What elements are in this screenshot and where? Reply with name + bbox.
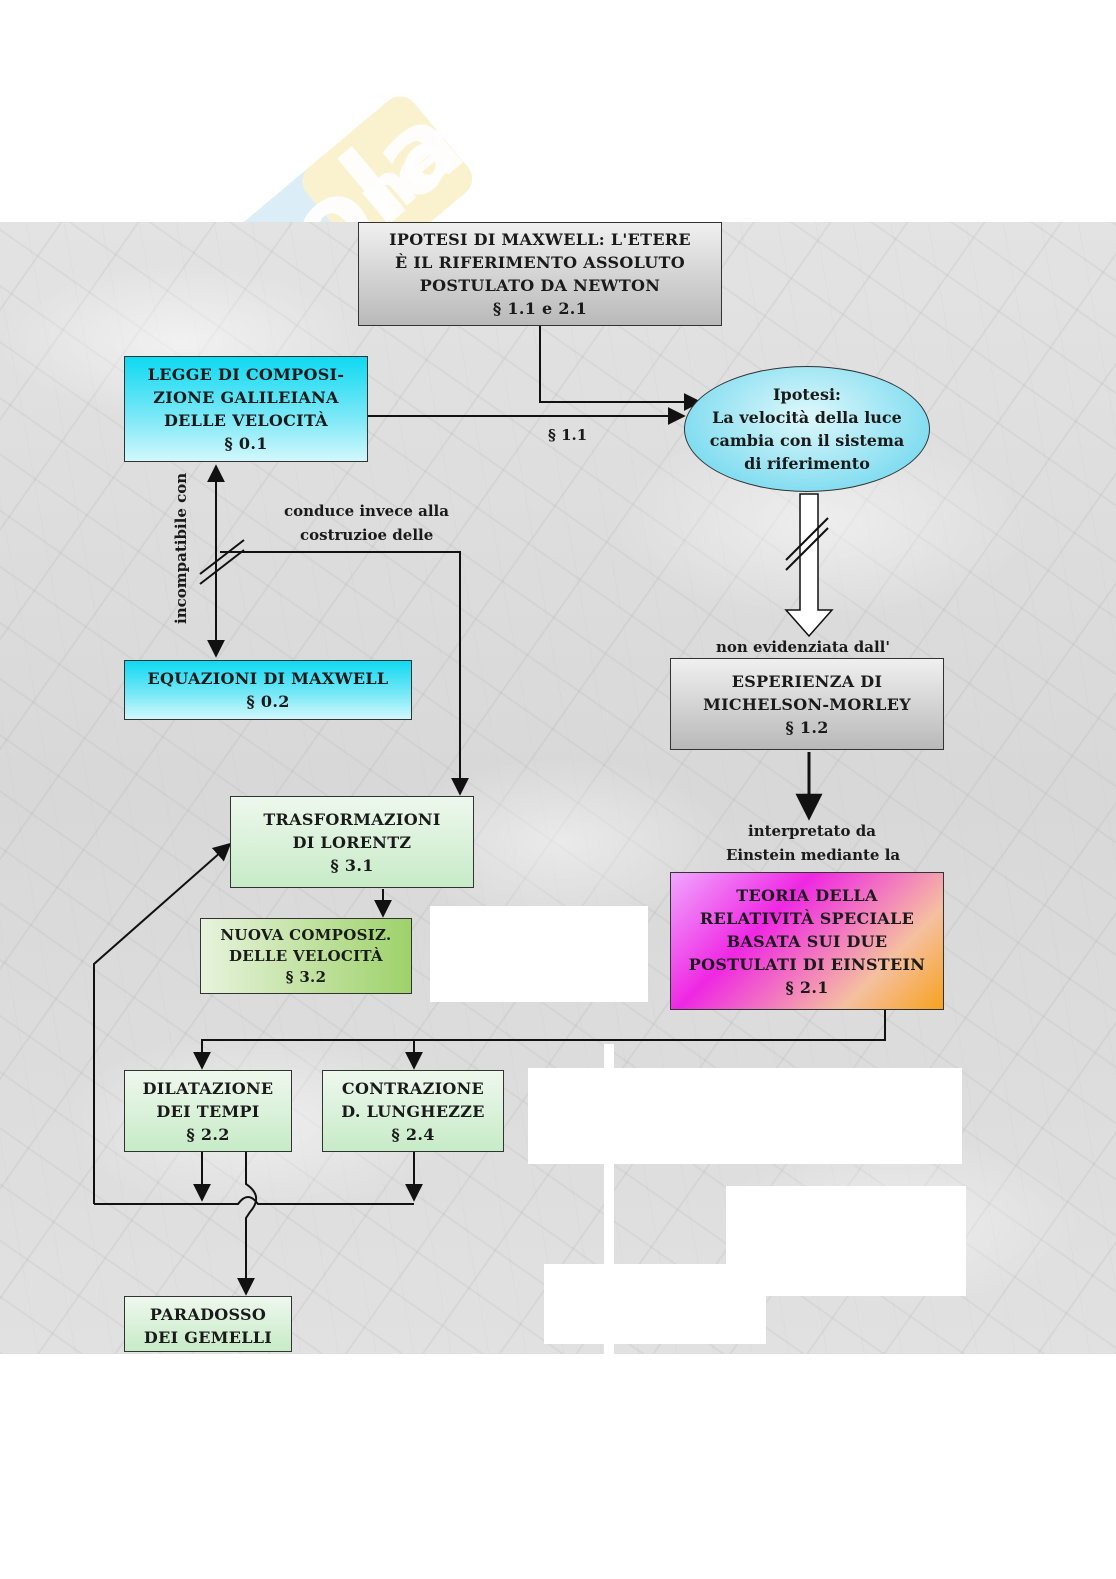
blank-patch: [528, 1068, 962, 1164]
box-line: LEGGE DI COMPOSI-: [147, 365, 345, 384]
box-section: § 2.2: [186, 1124, 230, 1144]
twin-paradox-box: PARADOSSO DEI GEMELLI: [124, 1296, 292, 1352]
box-line: POSTULATO DA NEWTON: [419, 276, 661, 295]
hypothesis-ellipse: Ipotesi: La velocità della luce cambia c…: [684, 366, 930, 492]
ellipse-line: La velocità della luce: [712, 408, 902, 427]
box-line: EQUAZIONI DI MAXWELL: [147, 669, 389, 688]
incompatible-slash-1: [199, 539, 245, 575]
box-section: § 1.2: [785, 717, 829, 737]
box-line: RELATIVITÀ SPECIALE: [699, 908, 915, 928]
time-dilation-box: DILATAZIONE DEI TEMPI § 2.2: [124, 1070, 292, 1152]
box-line: DILATAZIONE: [142, 1078, 274, 1098]
box-line: POSTULATI DI EINSTEIN: [688, 954, 926, 974]
box-line: CONTRAZIONE: [341, 1078, 485, 1098]
special-relativity-box: TEORIA DELLA RELATIVITÀ SPECIALE BASATA …: [670, 872, 944, 1010]
box-section: § 0.2: [246, 692, 290, 711]
box-section: § 3.1: [330, 855, 374, 875]
box-line: BASATA SUI DUE: [726, 931, 888, 951]
not-shown-slash-1: [785, 517, 829, 561]
ellipse-line: Ipotesi:: [773, 385, 841, 404]
blank-patch: [544, 1264, 766, 1344]
hollow-arrow-hypothesis-to-michelson: [784, 493, 834, 638]
arrow-back-to-lorentz: [93, 842, 232, 1204]
box-line: DELLE VELOCITÀ: [164, 411, 328, 430]
box-section: § 2.1: [785, 977, 829, 997]
label-section-1-1: § 1.1: [548, 426, 588, 444]
arrow-relativity-to-effects: [193, 1010, 886, 1070]
label-leads-instead-2: costruzioe delle: [300, 526, 434, 544]
box-section: § 0.1: [224, 434, 268, 453]
maxwell-hypothesis-box: IPOTESI DI MAXWELL: L'ETERE È IL RIFERIM…: [358, 222, 722, 326]
maxwell-equations-box: EQUAZIONI DI MAXWELL § 0.2: [124, 660, 412, 720]
arrow-to-twin-paradox: [237, 1152, 257, 1296]
box-line: TRASFORMAZIONI: [263, 809, 441, 829]
length-contraction-box: CONTRAZIONE D. LUNGHEZZE § 2.4: [322, 1070, 504, 1152]
blank-patch: [726, 1186, 966, 1296]
collector-line: [94, 1196, 414, 1205]
label-interpreted-1: interpretato da: [748, 822, 876, 840]
box-line: DEI TEMPI: [156, 1101, 260, 1121]
new-velocity-composition-box: NUOVA COMPOSIZ. DELLE VELOCITÀ § 3.2: [200, 918, 412, 994]
box-line: NUOVA COMPOSIZ.: [220, 925, 392, 944]
lorentz-transformations-box: TRASFORMAZIONI DI LORENTZ § 3.1: [230, 796, 474, 888]
box-line: DI LORENTZ: [292, 832, 412, 852]
box-section: § 3.2: [285, 967, 327, 986]
label-leads-instead-1: conduce invece alla: [284, 502, 449, 520]
box-line: ZIONE GALILEIANA: [153, 388, 339, 407]
not-shown-slash-2: [785, 527, 829, 571]
box-section: § 1.1 e 2.1: [492, 299, 588, 318]
blank-divider: [604, 1044, 614, 1354]
michelson-morley-box: ESPERIENZA DI MICHELSON-MORLEY § 1.2: [670, 658, 944, 750]
label-not-shown: non evidenziata dall': [716, 638, 890, 656]
ellipse-line: di riferimento: [744, 454, 870, 473]
blank-patch: [430, 906, 648, 1002]
label-incompatible: incompatibile con: [172, 472, 190, 624]
box-line: DELLE VELOCITÀ: [228, 946, 383, 965]
box-section: § 2.4: [391, 1124, 435, 1144]
ellipse-line: cambia con il sistema: [709, 431, 905, 450]
arrow-maxwell-to-hypothesis: [539, 326, 702, 411]
box-line: DEI GEMELLI: [143, 1328, 273, 1347]
arrow-to-lorentz: [220, 551, 469, 796]
box-line: ESPERIENZA DI: [731, 671, 883, 691]
box-line: IPOTESI DI MAXWELL: L'ETERE: [389, 230, 691, 249]
box-line: MICHELSON-MORLEY: [703, 694, 911, 714]
incompatible-slash-2: [199, 549, 245, 585]
box-line: PARADOSSO: [149, 1305, 267, 1324]
box-line: TEORIA DELLA: [736, 885, 878, 905]
galilean-law-box: LEGGE DI COMPOSI- ZIONE GALILEIANA DELLE…: [124, 356, 368, 462]
box-line: D. LUNGHEZZE: [341, 1101, 485, 1121]
box-line: È IL RIFERIMENTO ASSOLUTO: [395, 253, 685, 272]
label-interpreted-2: Einstein mediante la: [726, 846, 901, 864]
